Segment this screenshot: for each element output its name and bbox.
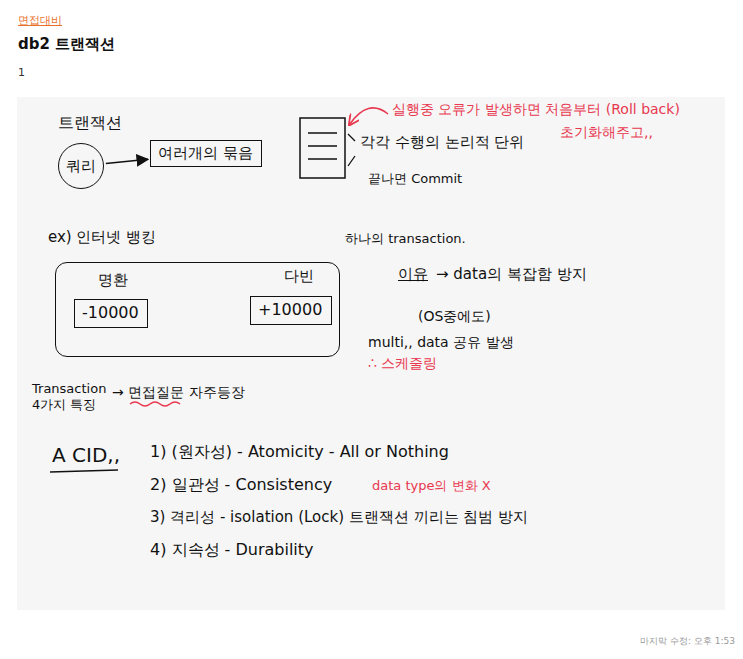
footer-note: 마지막 수정: 오후 1:53 — [640, 636, 735, 647]
process-box: +10000 — [250, 296, 332, 325]
bracket-line — [348, 134, 355, 166]
rollback-arrow — [350, 108, 388, 124]
note-text: 1) (원자성) - Atomicity - All or Nothing — [150, 442, 449, 461]
note-text: 각각 수행의 논리적 단위 — [360, 133, 524, 151]
document-icon — [300, 118, 345, 178]
person-name: 다빈 — [284, 267, 314, 285]
arrow-connector — [106, 159, 148, 163]
note-text: → data의 복잡함 방지 — [436, 265, 587, 283]
note-text: A CID,, — [52, 443, 120, 467]
page-title: db2 트랜잭션 — [18, 35, 115, 53]
note-text: Transaction 4가지 특징 — [32, 381, 112, 412]
process-box: -10000 — [74, 299, 148, 328]
note-text: data type의 변화 X — [372, 478, 491, 494]
node-label: 쿼리 — [66, 157, 96, 175]
red-squiggle — [130, 402, 180, 406]
note-text: 이유 — [398, 265, 428, 283]
note-text: 2) 일관성 - Consistency — [150, 475, 332, 494]
node-label: 여러개의 묶음 — [158, 144, 254, 162]
query-circle: 쿼리 — [58, 143, 104, 189]
note-text: 끝나면 Commit — [368, 171, 462, 187]
note-text: ex) 인터넷 뱅킹 — [48, 228, 156, 246]
note-text: multi,, data 공유 발생 — [368, 334, 514, 351]
note-text: 1 — [18, 66, 25, 79]
note-text: 트랜잭션 — [58, 113, 122, 132]
node-label: +10000 — [258, 300, 324, 319]
note-text: 초기화해주고,, — [560, 124, 653, 141]
note-text: 면접대비 — [18, 14, 62, 27]
note-text: 4) 지속성 - Durability — [150, 540, 314, 559]
person-name: 명환 — [98, 271, 128, 289]
note-text: (OS중에도) — [418, 308, 491, 325]
node-label: -10000 — [82, 303, 140, 322]
note-text: → 면접질문 자주등장 — [112, 384, 245, 401]
whiteboard — [17, 97, 725, 610]
document-lines — [308, 133, 337, 159]
note-text: 3) 격리성 - isolation (Lock) 트랜잭션 끼리는 침범 방지 — [150, 508, 528, 526]
note-text: 하나의 transaction. — [345, 231, 466, 247]
underline — [50, 470, 118, 472]
banking-group: 명환 다빈 -10000 +10000 — [55, 262, 340, 357]
note-text: ∴ 스케줄링 — [368, 355, 437, 372]
process-box: 여러개의 묶음 — [150, 140, 262, 167]
note-text: 실행중 오류가 발생하면 처음부터 (Roll back) — [392, 101, 680, 118]
